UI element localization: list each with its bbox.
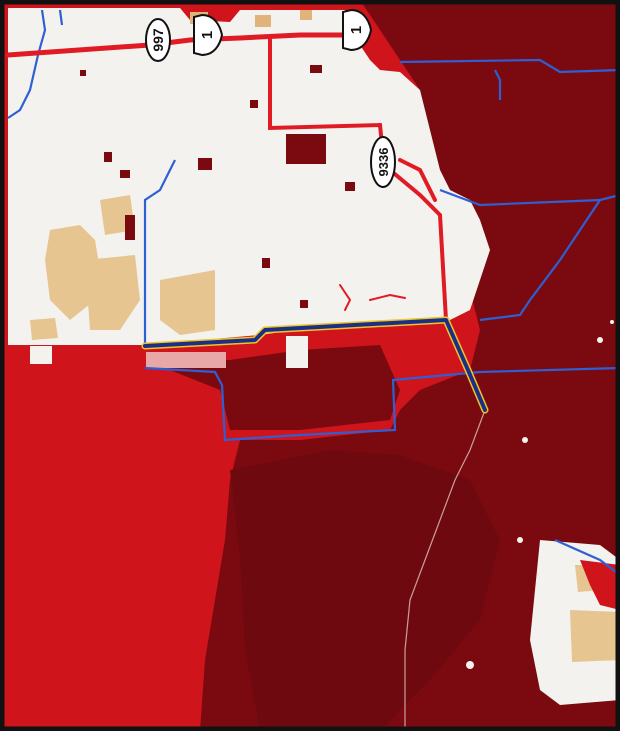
route-shield-997-label: 997 xyxy=(150,28,166,52)
agriculture-patches-west xyxy=(30,195,215,340)
developed-patch-mid xyxy=(286,336,308,368)
built-structures xyxy=(80,65,355,308)
route-shield-9336[interactable]: 9336 xyxy=(370,136,396,188)
developed-patch-strip xyxy=(146,352,226,368)
scatter-light xyxy=(466,320,614,669)
water-lines xyxy=(7,9,620,576)
route-shield-us1-right[interactable]: 1 xyxy=(342,8,373,52)
dirt-track xyxy=(404,409,486,731)
agriculture-patch-se xyxy=(570,610,620,662)
developed-patch-sw xyxy=(30,346,52,364)
wetland-dark-south xyxy=(230,450,500,731)
highlighted-route[interactable] xyxy=(141,316,489,414)
route-shield-us1-left[interactable]: 1 xyxy=(193,13,224,57)
route-shield-us1-left-label: 1 xyxy=(199,31,216,39)
route-shield-us1-right-label: 1 xyxy=(348,26,365,34)
route-shield-9336-label: 9336 xyxy=(376,148,391,177)
wetland-patch-se xyxy=(580,560,620,610)
route-shield-997[interactable]: 997 xyxy=(145,18,171,62)
